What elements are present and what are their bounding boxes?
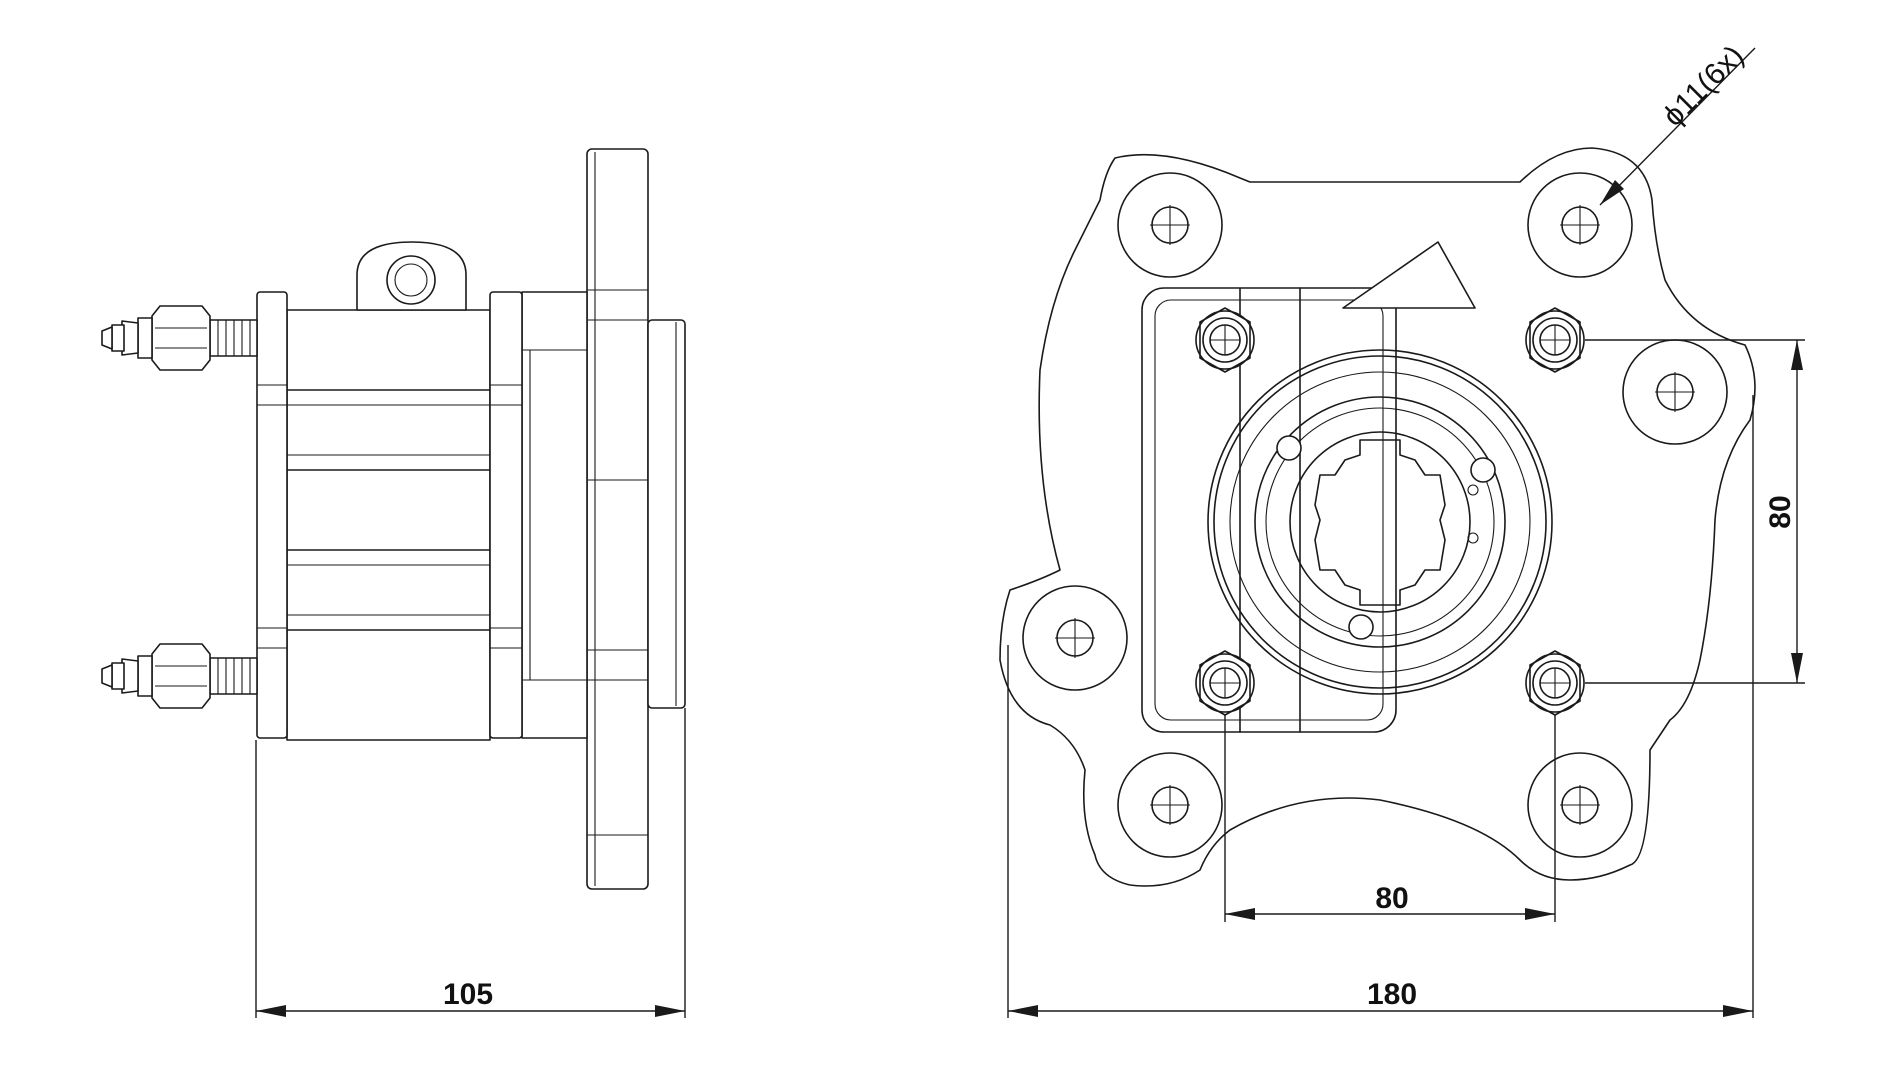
mounting-hole-1 <box>1117 172 1223 278</box>
hole-callout: ϕ11(6x) <box>1599 39 1756 206</box>
hole-callout-label: ϕ11(6x) <box>1657 39 1751 133</box>
splined-shaft <box>1314 439 1446 606</box>
pump-body <box>286 309 491 741</box>
lower-hydraulic-fitting <box>101 643 258 709</box>
rear-plate <box>489 291 523 739</box>
dimension-label-80-horizontal: 80 <box>1375 882 1408 915</box>
mounting-hole-6 <box>1527 752 1633 858</box>
central-bore <box>1207 349 1553 695</box>
side-view: 105 <box>101 148 686 1018</box>
nut-top-left <box>1195 307 1255 373</box>
adapter-ring <box>521 291 588 739</box>
flange-outline <box>999 147 1756 887</box>
front-view: ϕ11(6x) 80 80 180 <box>999 39 1805 1018</box>
dimension-180: 180 <box>1008 978 1753 1017</box>
dimension-label-180: 180 <box>1367 978 1417 1011</box>
mounting-flange <box>586 148 649 890</box>
mounting-hole-5 <box>1117 752 1223 858</box>
upper-hydraulic-fitting <box>101 305 258 371</box>
dimension-80-horizontal: 80 <box>1225 882 1555 920</box>
dimension-label-80-vertical: 80 <box>1764 495 1797 528</box>
nut-bottom-left <box>1195 650 1255 716</box>
dimension-105: 105 <box>256 978 685 1017</box>
mounting-plate <box>1141 287 1397 733</box>
mounting-hole-2 <box>1527 172 1633 278</box>
end-plate <box>256 291 288 739</box>
nut-top-right <box>1525 307 1585 373</box>
mounting-hole-4 <box>1022 585 1128 691</box>
nut-bottom-right <box>1525 650 1585 716</box>
mounting-hole-3 <box>1622 339 1728 445</box>
output-spigot <box>647 319 686 709</box>
top-triangle-mark <box>1342 241 1476 309</box>
dimension-80-vertical: 80 <box>1764 340 1803 683</box>
lifting-lug <box>356 241 467 311</box>
dimension-label-105: 105 <box>443 978 493 1011</box>
